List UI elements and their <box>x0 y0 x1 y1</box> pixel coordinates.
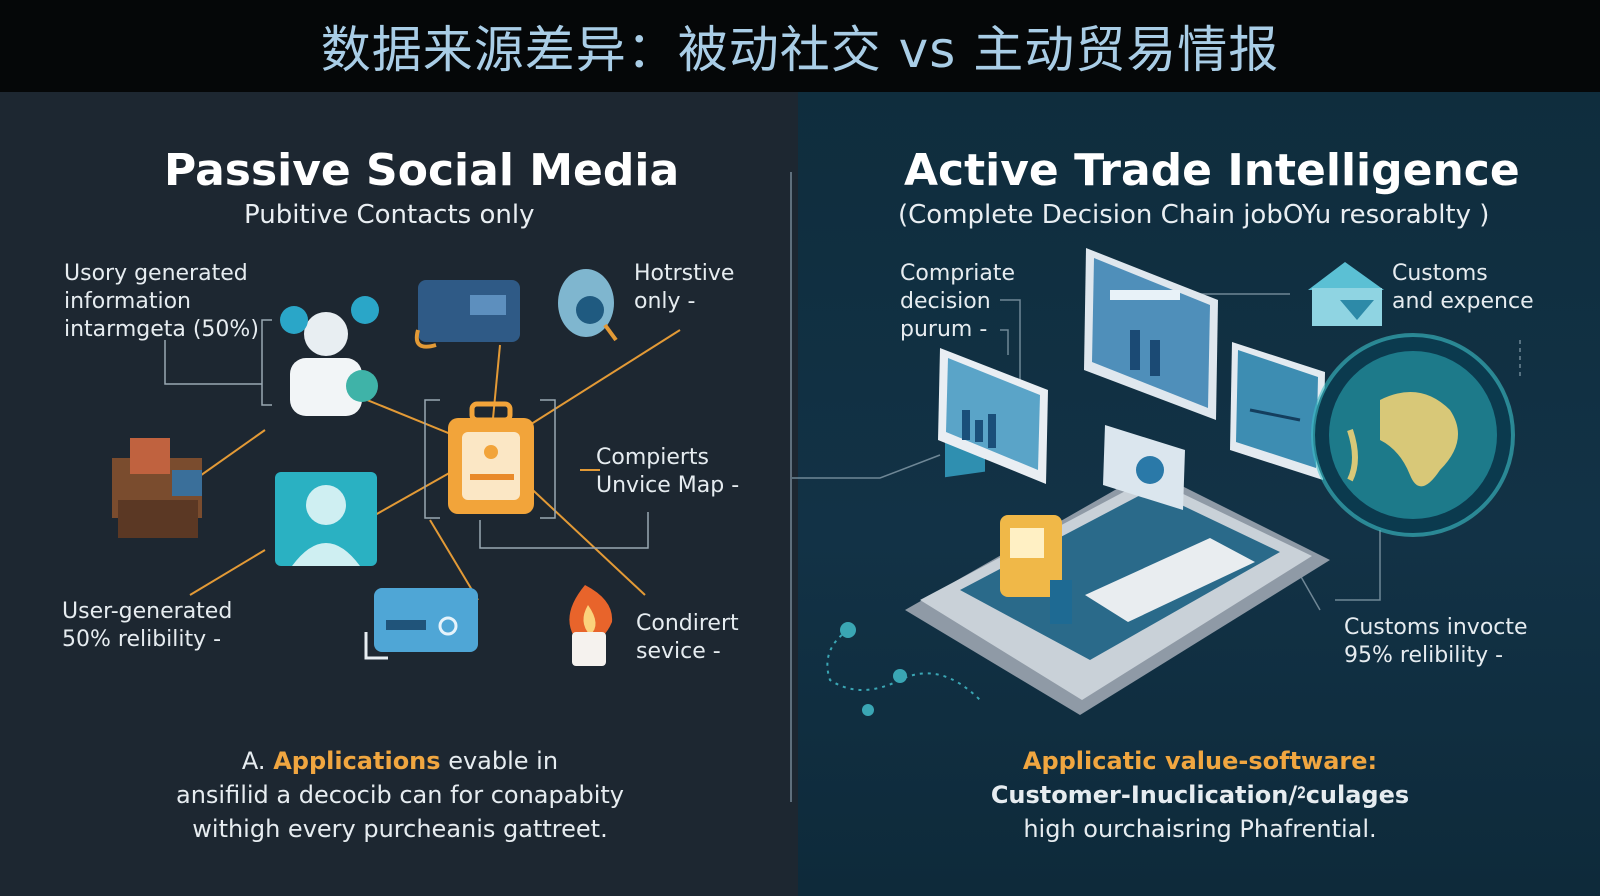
right-title: Active Trade Intelligence <box>904 145 1520 196</box>
globe-icon <box>1311 333 1515 537</box>
left-bottom-text: A. Applications evable in ansifilid a de… <box>120 744 680 846</box>
right-bottom-line2: Customer-Inuclication/⁲culages <box>990 781 1410 809</box>
heart-icon <box>558 269 618 342</box>
panel-divider <box>790 172 792 802</box>
monitor-icon <box>1084 248 1218 420</box>
left-label-bottom-right: Condirert sevice - <box>636 611 739 664</box>
briefcase-icon <box>448 401 534 514</box>
left-bracket-lines <box>164 319 649 549</box>
page-title: 数据来源差异：被动社交 vs 主动贸易情报 <box>320 21 1280 79</box>
right-connector-lines <box>792 293 1521 611</box>
left-bottom-highlight: Applications <box>273 747 441 775</box>
left-bottom-prefix: A. <box>241 747 266 775</box>
left-label-top-left: Usory generated information intarmgeta (… <box>64 261 259 342</box>
right-subtitle: (Complete Decision Chain jobOYu resorabl… <box>898 200 1490 230</box>
left-bottom-line1: A. Applications evable in <box>120 744 680 778</box>
house-icon <box>1308 262 1384 326</box>
right-bottom-line3: high ourchaisring Phafrential. <box>1023 815 1377 843</box>
left-bottom-line3: withigh every purcheanis gattreet. <box>192 815 608 843</box>
right-label-top-right: Customs and expence <box>1392 261 1534 314</box>
left-bottom-line2: ansifilid a decocib can for conapabity <box>176 781 624 809</box>
phone-icon <box>905 411 1330 715</box>
person-icon <box>280 296 379 416</box>
left-subtitle: Pubitive Contacts only <box>244 200 535 230</box>
boxes-icon <box>112 438 202 538</box>
chat-icon <box>414 280 520 349</box>
right-bottom-line1: Applicatic value-software: <box>1022 747 1378 775</box>
header-bar: 数据来源差异：被动社交 vs 主动贸易情报 <box>0 0 1600 92</box>
left-bottom-line1-rest: evable in <box>448 747 559 775</box>
node-dot <box>893 669 907 683</box>
monitor-icon <box>1230 342 1325 480</box>
left-label-top-right: Hotrstive only - <box>634 261 735 314</box>
card-icon <box>364 588 478 660</box>
right-label-bottom-right: Customs invocte 95% relibility - <box>1344 615 1528 668</box>
avatar-icon <box>275 472 377 566</box>
right-bottom-text: Applicatic value-software: Customer-Inuc… <box>960 744 1440 846</box>
left-label-mid-right: Compierts Unvice Map - <box>596 445 740 498</box>
node-dot <box>862 704 874 716</box>
torch-icon <box>569 585 613 666</box>
monitor-icon <box>938 348 1048 484</box>
screen-panel <box>1103 425 1185 510</box>
left-title: Passive Social Media <box>164 145 680 196</box>
right-label-top-left: Compriate decision purum - <box>900 261 1016 342</box>
node-dot <box>840 622 856 638</box>
cable-line <box>826 629 981 701</box>
left-label-bottom-left: User-generated 50% relibility - <box>62 599 233 652</box>
